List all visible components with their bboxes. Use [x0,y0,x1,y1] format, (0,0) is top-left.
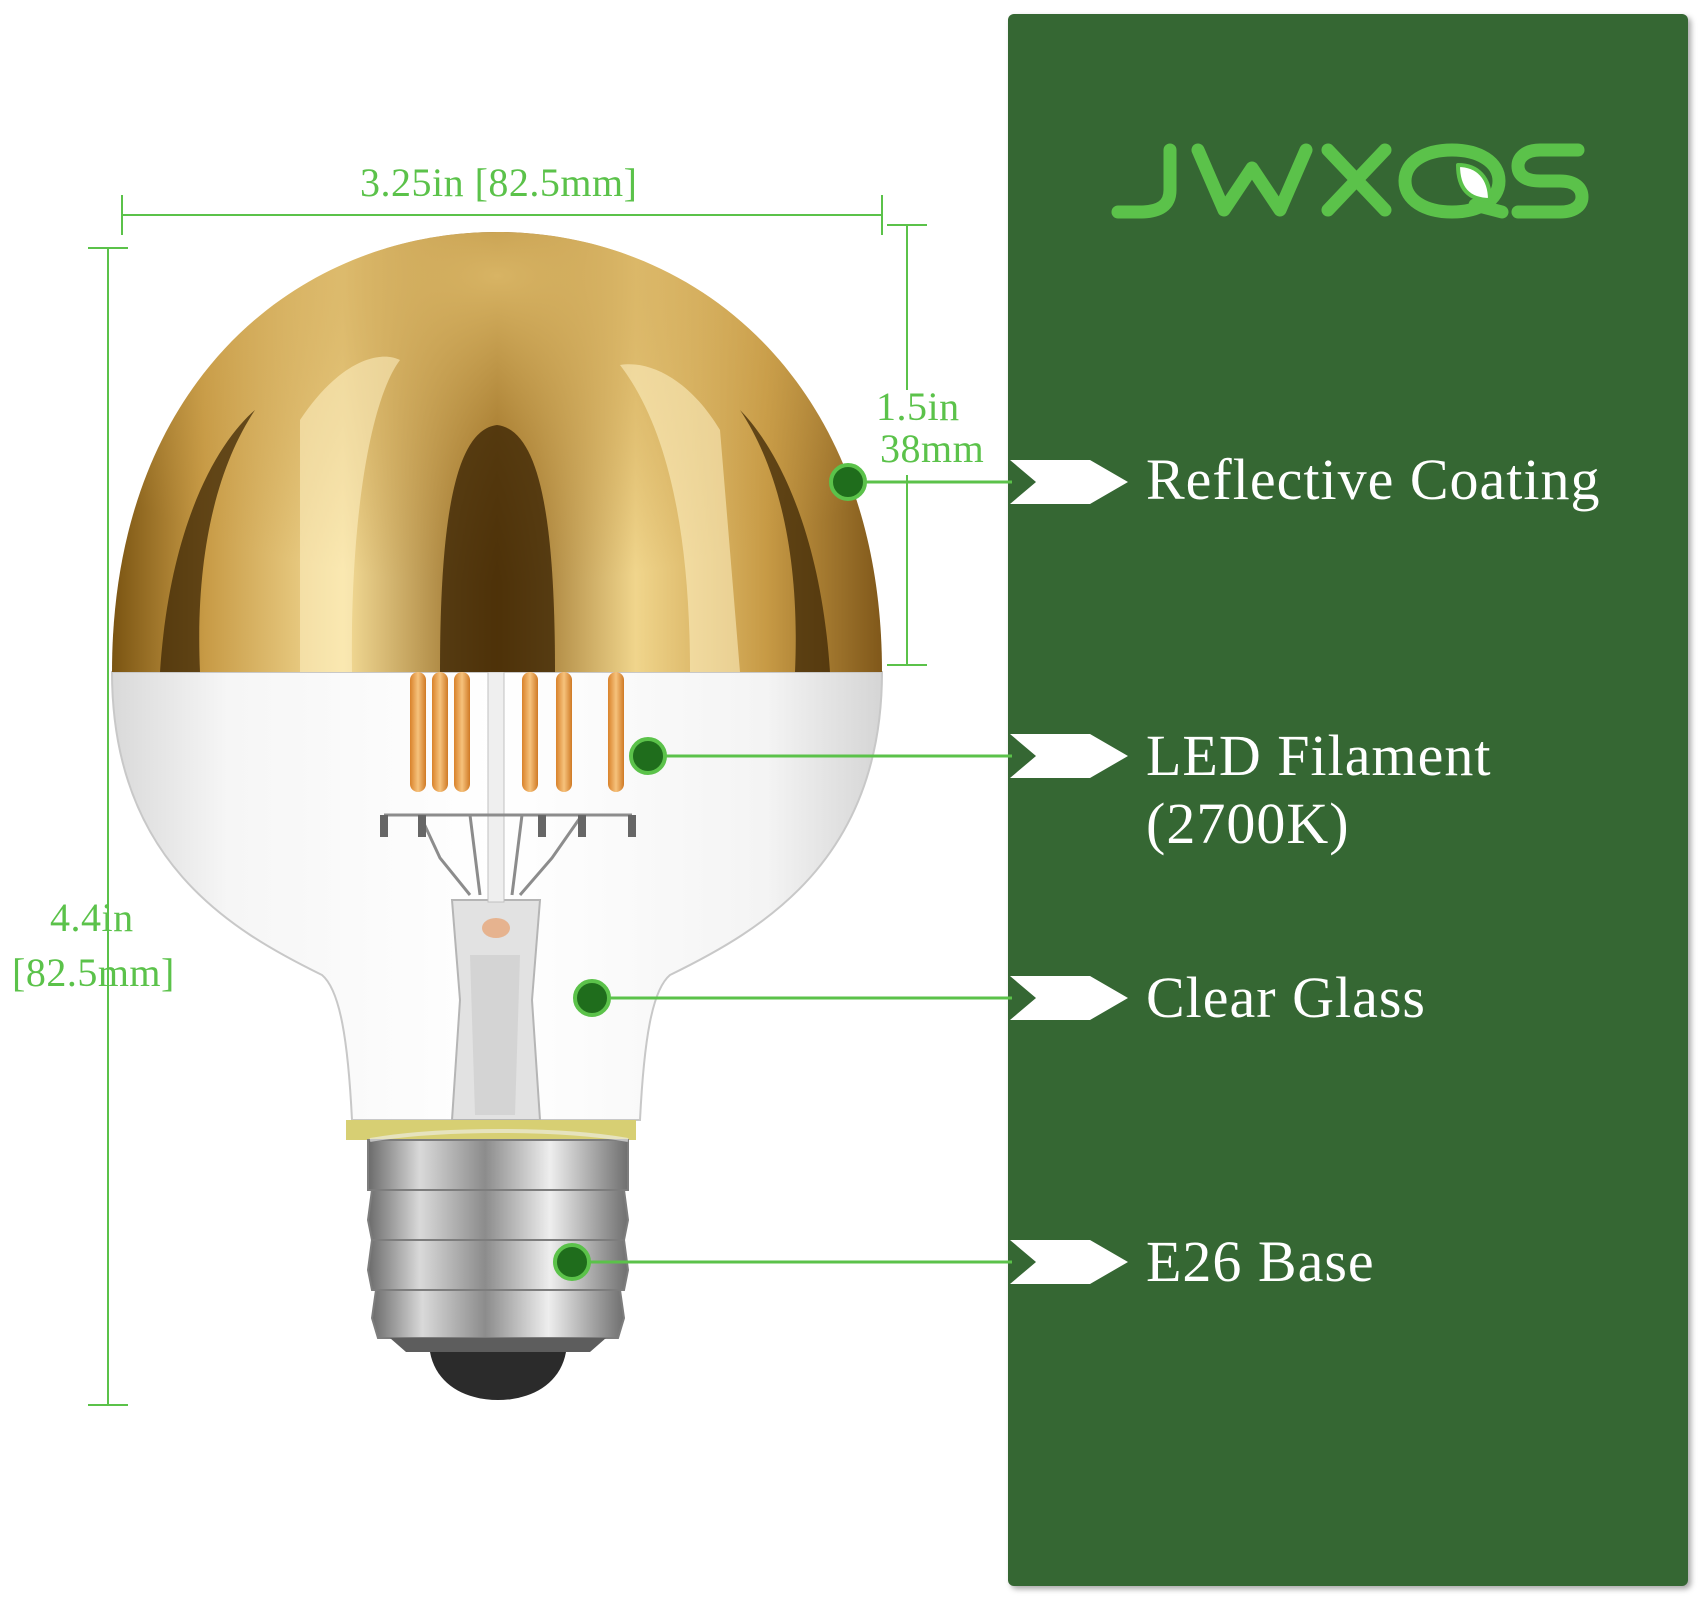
arrow-icon [1010,976,1128,1020]
e26-screw-base-icon [346,1120,636,1400]
arrow-icon [1010,460,1128,504]
feature-e26-base: E26 Base [1146,1229,1375,1294]
dimension-lines [88,195,927,1406]
callout-dot-base [553,1243,591,1281]
callout-dot-glass [573,979,611,1017]
feature-led-filament-label: LED Filament [1146,723,1492,788]
callout-dot-filament [629,737,667,775]
arrow-icon [1010,1240,1128,1284]
feature-panel [1008,14,1688,1586]
feature-led-filament: LED Filament (2700K) [1146,722,1491,859]
coating-height-in-label: 1.5in [876,384,960,429]
jwxqs-logo [1111,143,1589,219]
coating-height-mm-label: 38mm [880,426,985,471]
feature-led-filament-temp: (2700K) [1146,791,1350,857]
callout-connectors [553,463,1012,1281]
height-in-label: 4.4in [50,895,134,940]
glass-stem [450,671,542,1121]
arrow-icons [1010,460,1128,1284]
width-dimension-label: 3.25in [82.5mm] [360,160,638,205]
led-filament-icon [380,672,636,896]
reflective-coating-shape [112,232,882,672]
feature-clear-glass: Clear Glass [1146,965,1426,1030]
feature-reflective-coating: Reflective Coating [1146,447,1601,512]
height-mm-label: [82.5mm] [12,950,175,995]
arrow-icon [1010,734,1128,778]
callout-dot-coating [829,463,867,501]
